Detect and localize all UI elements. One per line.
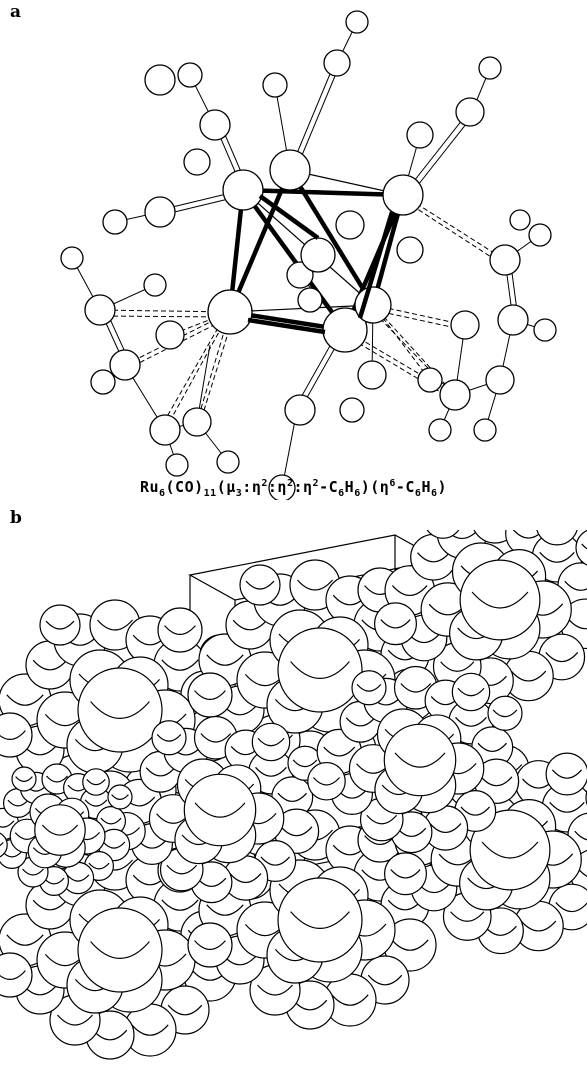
- crystal-packing-diagram: [0, 530, 587, 1060]
- panel-label-a: a: [10, 2, 22, 22]
- panel-label-b: b: [10, 508, 22, 528]
- molecular-structure-diagram: [60, 10, 557, 500]
- front-ru-bonds: [247, 194, 395, 335]
- molecule-caption: Ru6(CO)11(μ3:η2:η2:η2-C6H6)(η6-C6H6): [139, 478, 448, 499]
- packing-spheres: [0, 530, 587, 1060]
- atoms: [60, 10, 557, 500]
